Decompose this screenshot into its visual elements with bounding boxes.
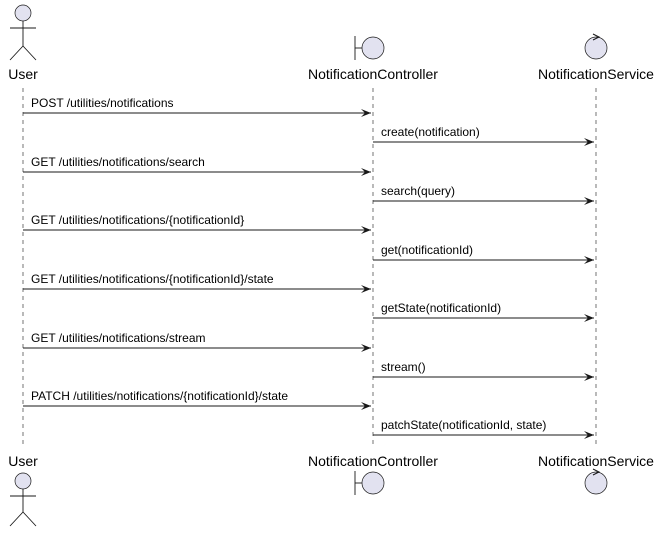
service-label-bottom: NotificationService: [538, 453, 654, 469]
message-11: PATCH /utilities/notifications/{notifica…: [23, 389, 371, 410]
message-label: POST /utilities/notifications: [31, 96, 174, 110]
user-actor-icon-top: [9, 4, 37, 61]
message-7: GET /utilities/notifications/{notificati…: [23, 272, 371, 293]
message-3: GET /utilities/notifications/search: [23, 155, 371, 176]
message-6: get(notificationId): [373, 243, 594, 264]
user-actor-icon-bottom: [9, 472, 37, 527]
message-label: patchState(notificationId, state): [381, 418, 546, 432]
message-label: getState(notificationId): [381, 301, 501, 315]
boundary-icon-bottom: [354, 471, 385, 495]
control-icon-top: [584, 33, 608, 60]
message-label: stream(): [381, 360, 426, 374]
control-icon-bottom: [584, 468, 608, 495]
controller-label-bottom: NotificationController: [308, 453, 438, 469]
message-label: PATCH /utilities/notifications/{notifica…: [31, 389, 288, 403]
message-label: get(notificationId): [381, 243, 473, 257]
message-12: patchState(notificationId, state): [373, 418, 594, 439]
message-label: GET /utilities/notifications/{notificati…: [31, 272, 274, 286]
user-label-top: User: [8, 66, 38, 82]
message-label: search(query): [381, 184, 455, 198]
message-9: GET /utilities/notifications/stream: [23, 331, 371, 352]
boundary-icon-top: [354, 36, 385, 60]
message-10: stream(): [373, 360, 594, 381]
message-label: GET /utilities/notifications/search: [31, 155, 205, 169]
message-8: getState(notificationId): [373, 301, 594, 322]
controller-label-top: NotificationController: [308, 66, 438, 82]
message-4: search(query): [373, 184, 594, 205]
message-2: create(notification): [373, 125, 594, 146]
user-label-bottom: User: [8, 453, 38, 469]
message-label: create(notification): [381, 125, 480, 139]
message-label: GET /utilities/notifications/stream: [31, 331, 206, 345]
message-5: GET /utilities/notifications/{notificati…: [23, 213, 371, 234]
message-label: GET /utilities/notifications/{notificati…: [31, 213, 244, 227]
message-1: POST /utilities/notifications: [23, 96, 371, 117]
service-label-top: NotificationService: [538, 66, 654, 82]
